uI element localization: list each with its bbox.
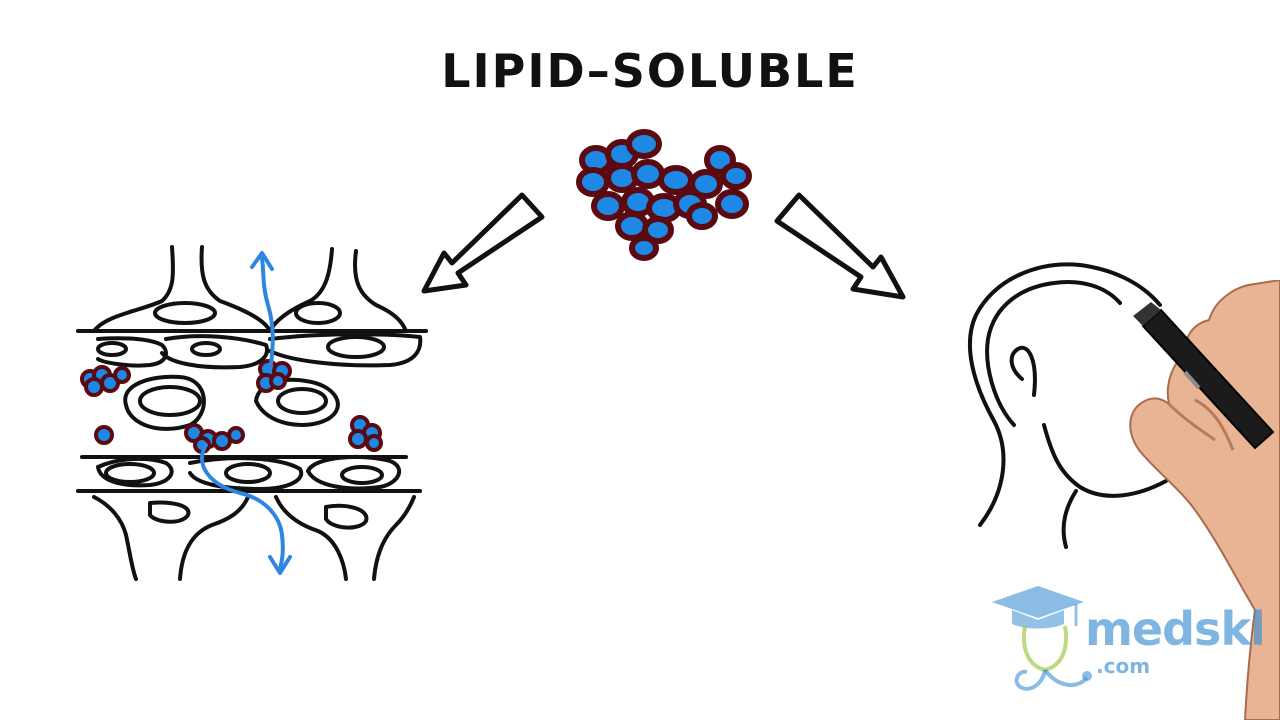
hand-holding-marker-icon xyxy=(1129,280,1280,720)
logo-brand-main: medskl xyxy=(1085,602,1266,656)
stethoscope-icon xyxy=(1014,625,1092,691)
graduation-cap-icon xyxy=(992,586,1084,629)
down-right-arrow-icon xyxy=(774,192,906,300)
diagram-title: LIPID–SOLUBLE xyxy=(441,44,859,98)
down-left-arrow-icon xyxy=(421,192,545,294)
cell-membrane-icon xyxy=(76,245,428,581)
logo-brand-text[interactable]: medskl xyxy=(1085,606,1266,652)
logo-brand-sub: .com xyxy=(1096,654,1151,678)
lipid-molecule-cluster-icon xyxy=(576,129,752,261)
head-outline-icon xyxy=(967,262,1168,549)
